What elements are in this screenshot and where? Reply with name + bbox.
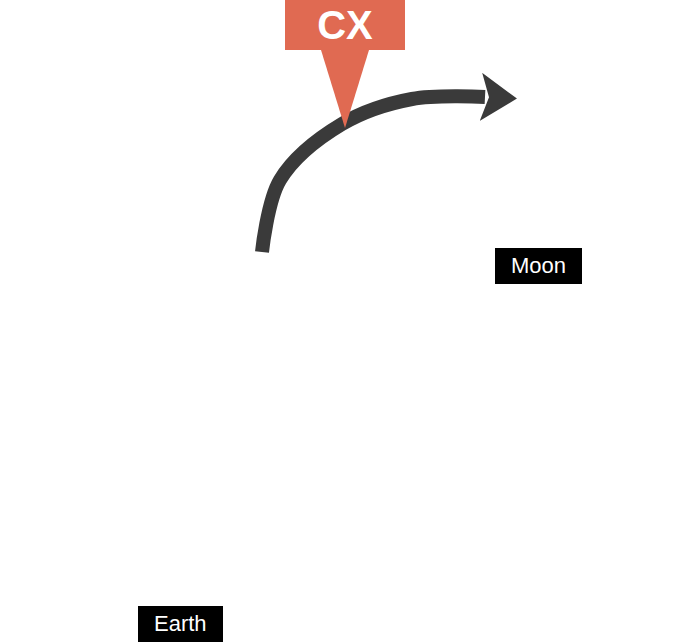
island [286, 462, 314, 474]
moon-disc [461, 0, 669, 206]
crater [526, 140, 554, 160]
earth-illustration [28, 190, 430, 642]
label-box: Earth [138, 606, 223, 642]
island [332, 415, 344, 435]
continent [310, 483, 420, 546]
callout-label: CX [285, 0, 405, 50]
node-label: Moon [495, 248, 582, 284]
crater [584, 48, 616, 72]
crater [508, 56, 552, 84]
crater [608, 84, 632, 116]
moon-node: Moon [455, 0, 677, 290]
moon-illustration [455, 0, 677, 290]
island [316, 452, 348, 472]
island [374, 464, 406, 476]
island [308, 428, 328, 452]
callout-pointer [321, 50, 369, 128]
continent [280, 420, 300, 466]
continent [90, 198, 410, 446]
label-box: Moon [495, 248, 582, 284]
callout-box: CX [285, 0, 405, 50]
crater [500, 102, 520, 118]
trajectory-arrow [262, 96, 485, 252]
island [352, 444, 372, 472]
globe [29, 198, 423, 592]
node-label: Earth [138, 606, 223, 642]
continent [28, 378, 112, 530]
earth-node: Earth [28, 190, 430, 642]
crater [564, 112, 616, 148]
continent [350, 292, 378, 338]
